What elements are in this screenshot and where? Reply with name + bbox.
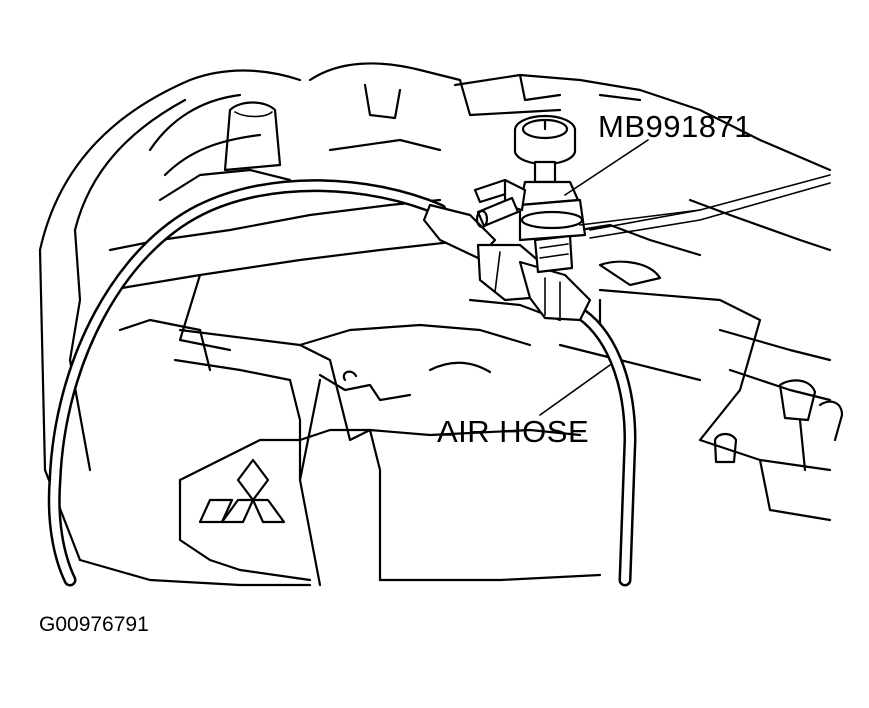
leader-lines — [539, 139, 649, 416]
front-panel-outline — [78, 328, 602, 587]
figure-id-label: G00976791 — [39, 613, 149, 636]
air-hose-callout-label: AIR HOSE — [437, 414, 590, 449]
air-hose — [47, 179, 637, 587]
mitsubishi-emblem-icon — [198, 458, 286, 524]
hose-coupler — [422, 203, 592, 322]
tool-callout-label: MB991871 — [598, 109, 752, 144]
pressure-gauge-tool — [473, 114, 701, 274]
